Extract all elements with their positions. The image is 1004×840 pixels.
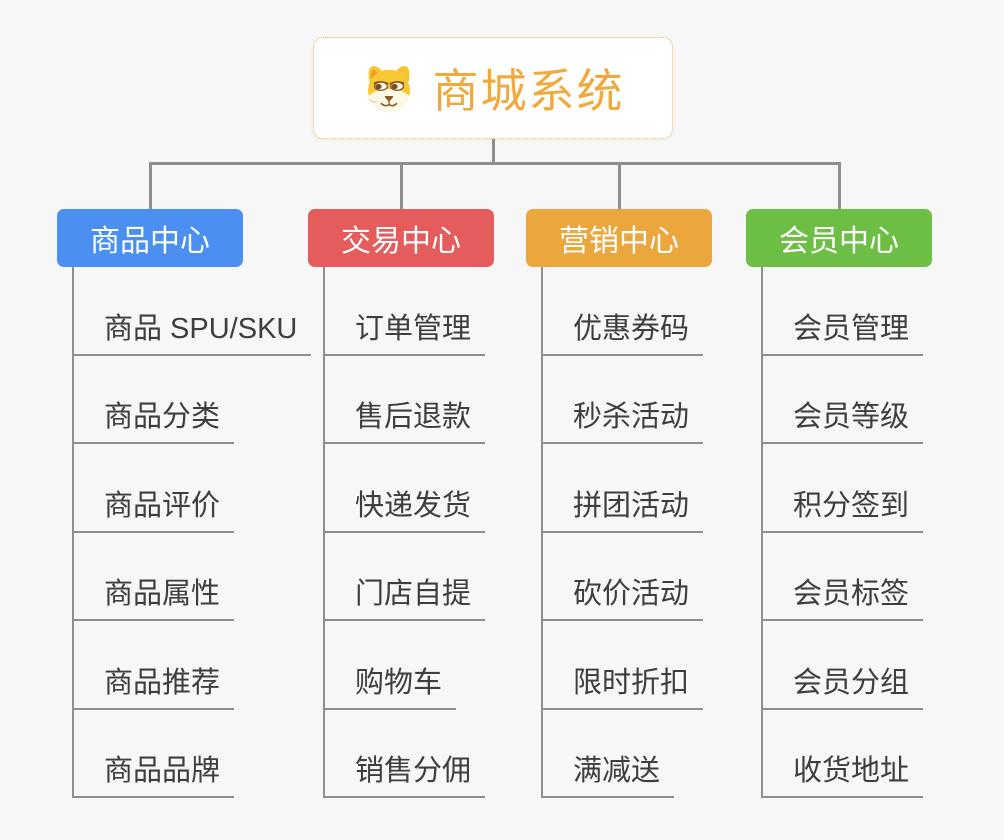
leaf-item[interactable]: 商品推荐 [74, 621, 235, 710]
branch-bus-line [148, 162, 841, 165]
member-center-items: 会员管理会员等级积分签到会员标签会员分组收货地址 [761, 267, 924, 798]
branch-node-marketing-center[interactable]: 营销中心 [526, 209, 712, 267]
leaf-item[interactable]: 会员标签 [763, 533, 924, 621]
leaf-item[interactable]: 砍价活动 [543, 533, 704, 621]
leaf-item[interactable]: 订单管理 [325, 267, 486, 356]
leaf-item[interactable]: 拼团活动 [543, 444, 704, 533]
branch-node-member-center[interactable]: 会员中心 [746, 209, 932, 267]
leaf-item[interactable]: 商品品牌 [74, 710, 235, 798]
leaf-item[interactable]: 销售分佣 [325, 710, 486, 798]
root-title: 商城系统 [432, 65, 625, 117]
leaf-item[interactable]: 快递发货 [325, 444, 486, 533]
leaf-item[interactable]: 会员管理 [763, 267, 924, 356]
marketing-center-items: 优惠券码秒杀活动拼团活动砍价活动限时折扣满减送 [541, 267, 704, 798]
branch-node-product-center[interactable]: 商品中心 [57, 209, 243, 267]
leaf-item[interactable]: 商品评价 [74, 444, 235, 533]
leaf-item[interactable]: 商品 SPU/SKU [74, 267, 312, 356]
leaf-item[interactable]: 购物车 [325, 621, 457, 710]
leaf-item[interactable]: 商品属性 [74, 533, 235, 621]
branch-drop-line [399, 162, 403, 210]
branch-node-trade-center[interactable]: 交易中心 [308, 209, 494, 267]
leaf-item[interactable]: 商品分类 [74, 356, 235, 444]
root-trunk-line [491, 139, 495, 165]
leaf-item[interactable]: 积分签到 [763, 444, 924, 533]
branch-drop-line [148, 162, 152, 210]
leaf-item[interactable]: 售后退款 [325, 356, 486, 444]
branch-drop-line [617, 162, 621, 210]
leaf-item[interactable]: 收货地址 [763, 710, 924, 798]
doge-icon [367, 66, 410, 112]
leaf-item[interactable]: 优惠券码 [543, 267, 704, 356]
trade-center-items: 订单管理售后退款快递发货门店自提购物车销售分佣 [323, 267, 486, 798]
leaf-item[interactable]: 会员等级 [763, 356, 924, 444]
leaf-item[interactable]: 会员分组 [763, 621, 924, 710]
leaf-item[interactable]: 门店自提 [325, 533, 486, 621]
leaf-item[interactable]: 满减送 [543, 710, 675, 798]
root-node[interactable]: 商城系统 [313, 37, 673, 139]
branch-drop-line [837, 162, 841, 210]
leaf-item[interactable]: 限时折扣 [543, 621, 704, 710]
leaf-item[interactable]: 秒杀活动 [543, 356, 704, 444]
